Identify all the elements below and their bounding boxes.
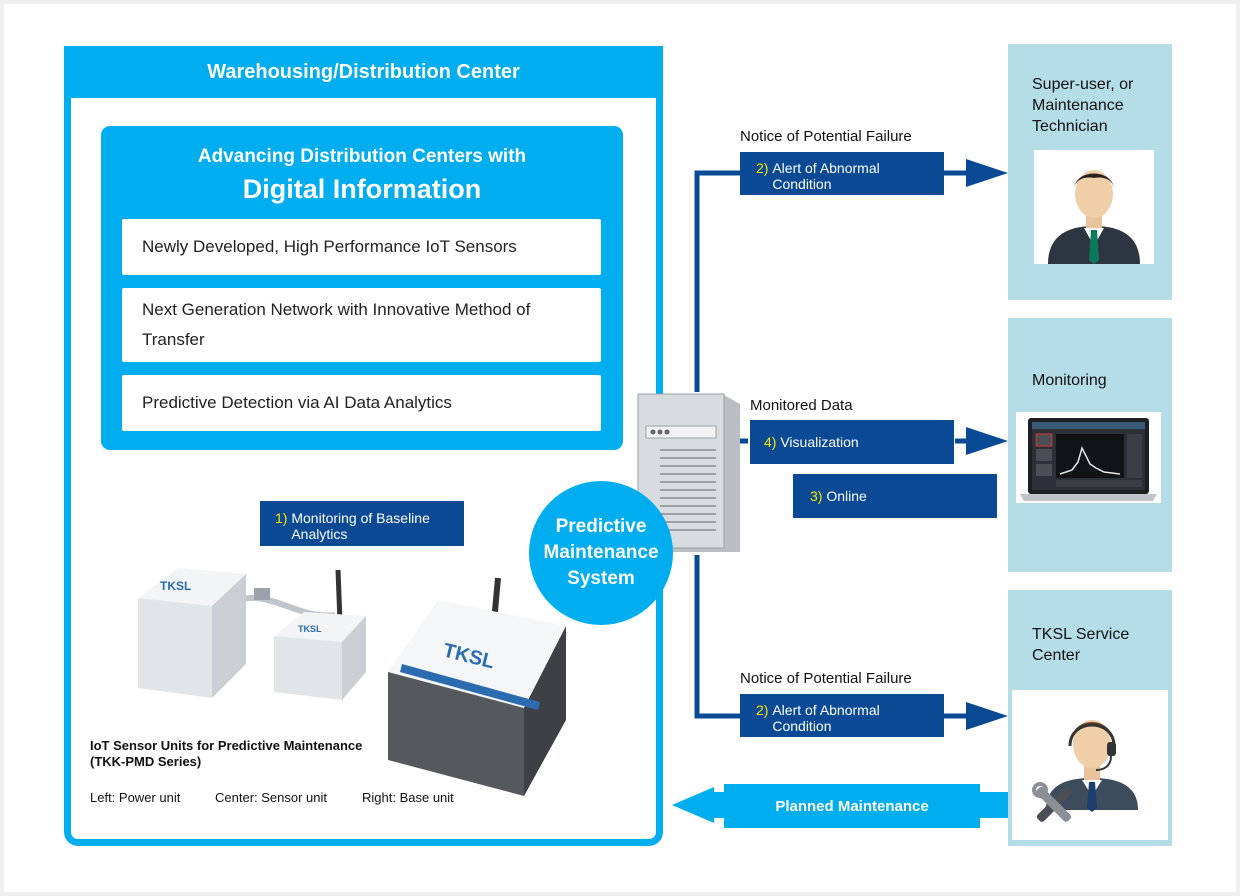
- warehouse-header: Warehousing/Distribution Center: [64, 46, 663, 98]
- notice-bottom-label: Notice of Potential Failure: [740, 670, 912, 687]
- feature-item: Predictive Detection via AI Data Analyti…: [122, 375, 601, 431]
- monitoring-baseline-label: Monitoring of Baseline Analytics: [291, 510, 430, 542]
- planned-maintenance-tag: Planned Maintenance: [724, 784, 980, 828]
- visualization-tag: 4) Visualization: [750, 420, 954, 464]
- step-number: 4): [764, 434, 777, 450]
- advancing-subtitle: Digital Information: [242, 174, 482, 204]
- caption-sensor-unit: Center: Sensor unit: [215, 790, 328, 805]
- feature-item: Newly Developed, High Performance IoT Se…: [122, 219, 601, 275]
- device-brand-text: TKSL: [160, 579, 191, 593]
- tools-icon: [1032, 782, 1072, 822]
- step-number: 2): [756, 702, 769, 718]
- notice-top-label: Notice of Potential Failure: [740, 128, 912, 145]
- system-label: Predictive Maintenance System: [543, 516, 659, 589]
- alert-top-label: Alert of Abnormal Condition: [772, 160, 880, 192]
- service-agent-icon: [1032, 720, 1138, 822]
- step-number: 1): [275, 510, 288, 526]
- technician-avatar-icon: [1048, 170, 1140, 264]
- visualization-label: Visualization: [780, 434, 859, 450]
- step-number: 3): [810, 488, 823, 504]
- feature-item: Next Generation Network with Innovative …: [122, 288, 601, 362]
- caption-power-unit: Left: Power unit: [90, 790, 181, 805]
- online-label: Online: [826, 488, 867, 504]
- caption-base-unit: Right: Base unit: [362, 790, 454, 805]
- predictive-maintenance-system: Predictive Maintenance System: [529, 481, 673, 625]
- base-unit-icon: TKSL: [388, 577, 566, 796]
- service-agent-portrait: [1012, 690, 1168, 840]
- alert-bottom-label: Alert of Abnormal Condition: [772, 702, 880, 734]
- monitored-data-label: Monitored Data: [750, 397, 853, 414]
- device-brand-text: TKSL: [298, 624, 322, 634]
- tksl-service-title: TKSL Service Center: [1032, 626, 1130, 664]
- device-caption-title: IoT Sensor Units for Predictive Maintena…: [90, 738, 430, 770]
- caption-title-line: IoT Sensor Units for Predictive Maintena…: [90, 738, 363, 753]
- technician-portrait: [1034, 150, 1154, 264]
- superuser-title: Super-user, or Maintenance Technician: [1032, 76, 1134, 135]
- monitoring-title: Monitoring: [1032, 372, 1107, 389]
- caption-series-line: (TKK-PMD Series): [90, 754, 202, 769]
- online-tag: 3) Online: [793, 474, 997, 518]
- monitoring-baseline-tag: 1) Monitoring of Baseline Analytics: [260, 501, 464, 546]
- laptop-dashboard-icon: [1020, 418, 1157, 501]
- monitoring-laptop: [1016, 412, 1161, 503]
- alert-top-tag: 2) Alert of Abnormal Condition: [740, 152, 944, 195]
- power-unit-icon: TKSL: [138, 568, 246, 698]
- alert-bottom-tag: 2) Alert of Abnormal Condition: [740, 694, 944, 737]
- step-number: 2): [756, 160, 769, 176]
- sensor-unit-icon: TKSL: [274, 569, 366, 700]
- connector-icon: [254, 588, 270, 600]
- advancing-title: Advancing Distribution Centers with: [197, 146, 527, 167]
- iot-sensor-units-illustration: TKSL TKSL TKSL: [138, 568, 566, 796]
- cable-icon: [239, 595, 336, 619]
